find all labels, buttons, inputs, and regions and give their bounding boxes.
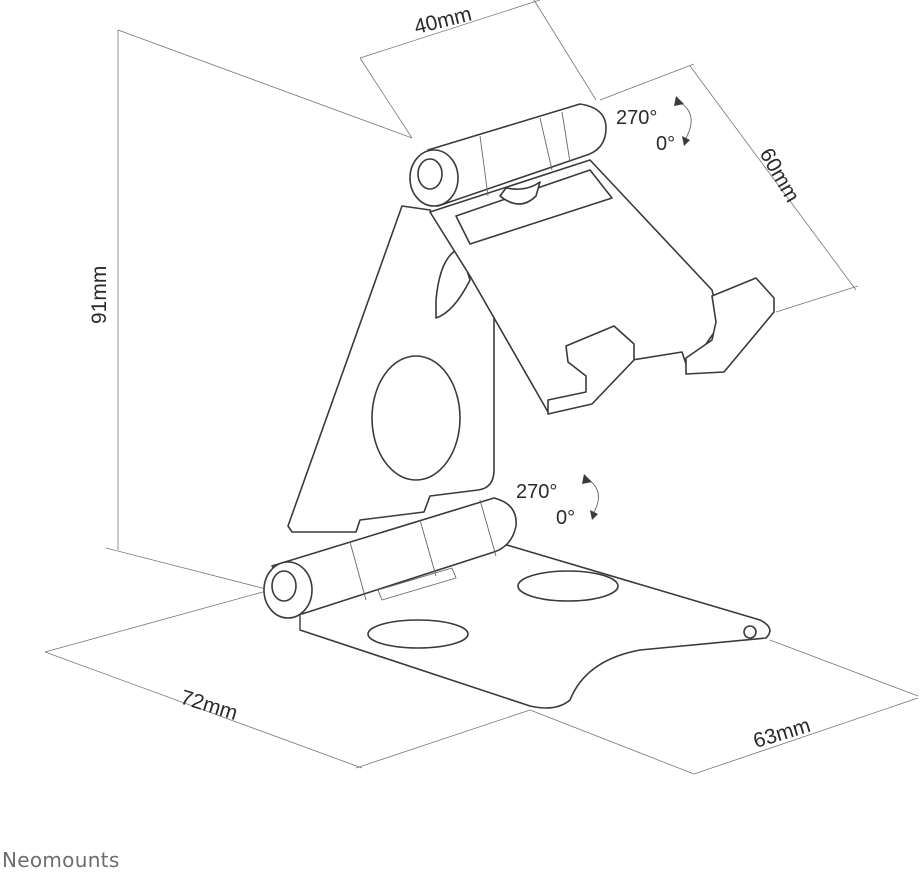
dim-label-width-top: 40mm: [412, 3, 474, 39]
brand-logo: Neomounts: [2, 848, 120, 872]
support-panel: [287, 205, 495, 533]
rotation-bottom-max: 270°: [516, 481, 557, 503]
bottom-hinge: [263, 497, 517, 619]
panel-cutout-large: [371, 355, 461, 481]
dim-label-depth-base: 72mm: [178, 686, 241, 725]
dim-label-height: 91mm: [88, 266, 111, 324]
holder-hook-right: [685, 277, 775, 375]
holder-plate: [429, 159, 775, 415]
rotation-top-max: 270°: [616, 107, 657, 129]
base-plate: [299, 539, 771, 709]
rotation-arrow-top: [674, 96, 692, 146]
base-cutout-rear: [517, 570, 619, 602]
top-hinge: [409, 103, 607, 207]
base-cutout-front: [367, 619, 469, 649]
holder-hook-left: [547, 325, 635, 415]
dim-label-width-base: 63mm: [751, 714, 814, 753]
rotation-bottom-min: 0°: [556, 507, 575, 529]
rotation-arrow-bottom: [582, 474, 599, 520]
rotation-top-min: 0°: [656, 133, 675, 155]
dimension-lines: [44, 0, 919, 775]
dim-label-depth-top: 60mm: [755, 144, 804, 206]
